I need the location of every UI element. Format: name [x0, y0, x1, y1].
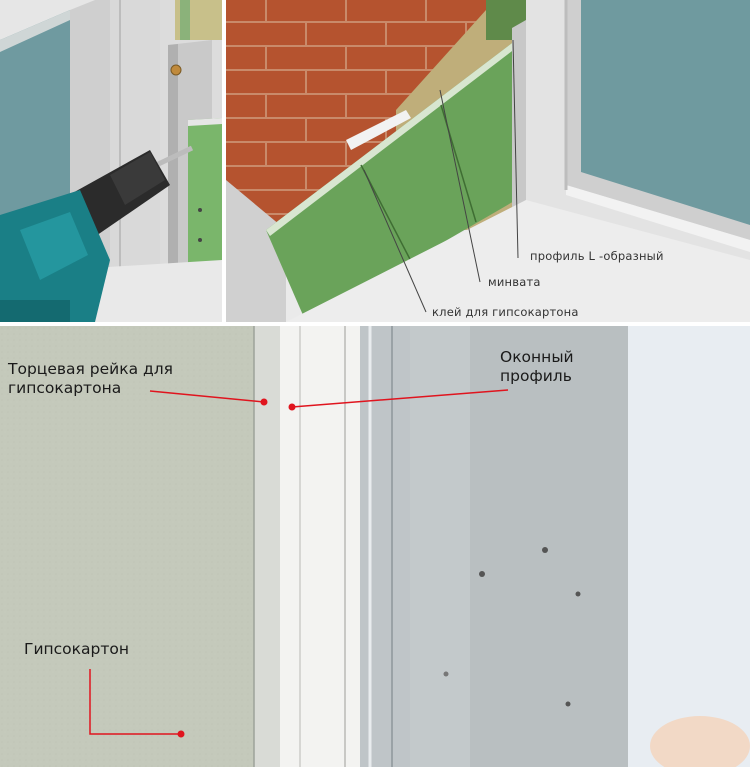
drill-illustration-panel [0, 0, 222, 322]
insulation-illustration [226, 0, 750, 322]
window-slope-photo [0, 326, 750, 767]
window-slope-photo-panel: Торцевая рейка для гипсокартона Оконный … [0, 326, 750, 767]
label-end-rail-line2: гипсокартона [8, 379, 122, 397]
label-end-rail: Торцевая рейка для гипсокартона [8, 360, 173, 398]
label-window-profile-line2: профиль [500, 367, 572, 385]
label-l-profile: профиль L -образный [530, 249, 664, 263]
drill-illustration [0, 0, 222, 322]
insulation-illustration-panel: профиль L -образный минвата клей для гип… [226, 0, 750, 322]
label-mineral-wool: минвата [488, 275, 541, 289]
label-drywall-glue: клей для гипсокартона [432, 305, 579, 319]
label-window-profile-line1: Оконный [500, 348, 574, 366]
label-drywall: Гипсокартон [24, 640, 130, 658]
label-window-profile: Оконный профиль [500, 348, 574, 386]
label-end-rail-line1: Торцевая рейка для [8, 360, 173, 378]
